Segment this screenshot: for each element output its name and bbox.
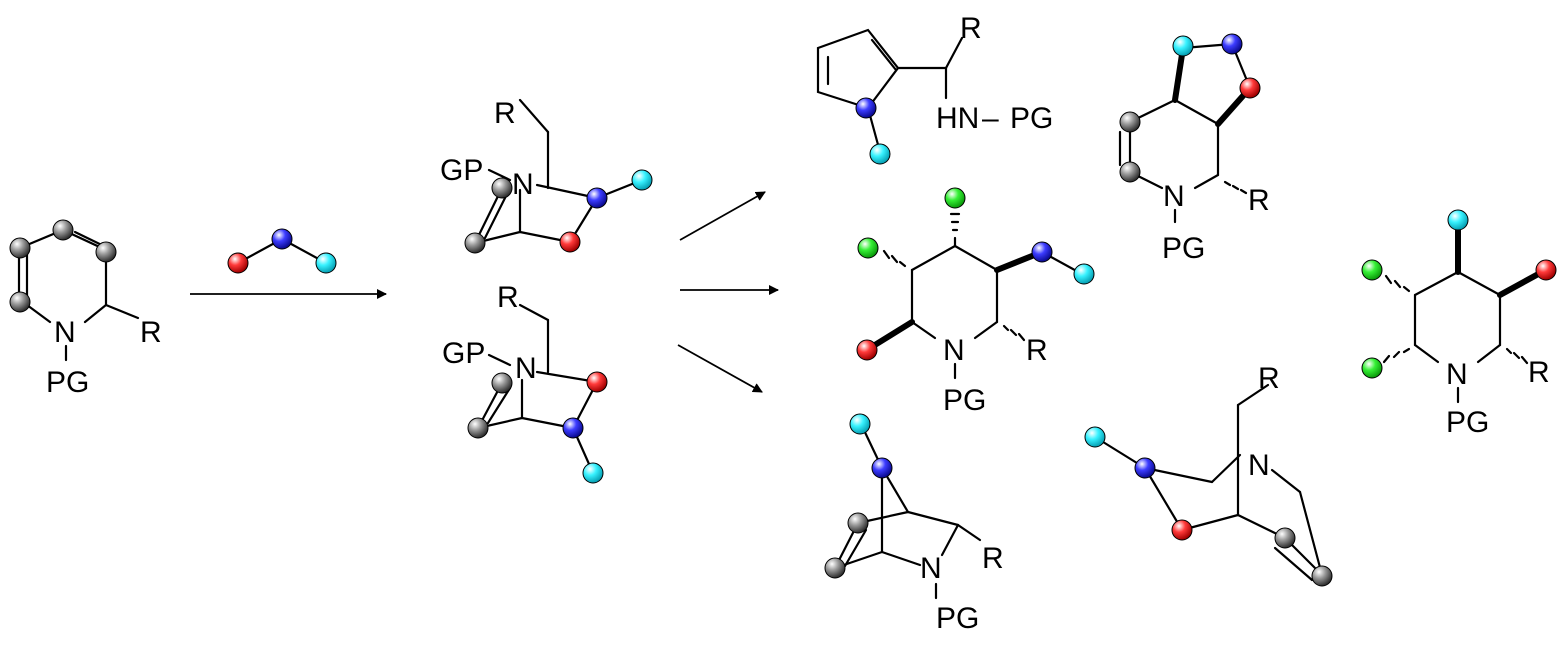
atom-cyan bbox=[315, 252, 337, 274]
label-r: R bbox=[1258, 362, 1280, 395]
label-n: N bbox=[515, 352, 537, 385]
atom-gray bbox=[824, 557, 846, 579]
atom-cyan bbox=[1084, 426, 1106, 448]
atom-gray bbox=[52, 219, 74, 241]
atom-green bbox=[857, 237, 879, 259]
reagent-triad bbox=[227, 228, 337, 274]
atom-gray bbox=[1274, 527, 1296, 549]
atom-red bbox=[586, 371, 608, 393]
atom-gray bbox=[1119, 161, 1141, 183]
label-n: N bbox=[512, 168, 534, 201]
arrow-down bbox=[677, 344, 763, 393]
product-piperidine-right: N R PG bbox=[1361, 209, 1557, 439]
atom-red bbox=[1535, 259, 1557, 281]
atom-gray bbox=[9, 291, 31, 313]
product-piperidine-center: N R PG bbox=[856, 187, 1095, 417]
label-gp: GP bbox=[440, 154, 483, 187]
atom-blue bbox=[1134, 457, 1156, 479]
atom-green bbox=[1361, 259, 1383, 281]
atom-red bbox=[559, 231, 581, 253]
cycloadduct-bottom: R GP N bbox=[442, 281, 608, 484]
label-r: R bbox=[1248, 184, 1270, 217]
atom-gray bbox=[491, 177, 513, 199]
atom-gray bbox=[491, 372, 513, 394]
label-n: N bbox=[54, 316, 76, 349]
atom-gray bbox=[1119, 111, 1141, 133]
cycloadduct-top: R GP N bbox=[440, 97, 653, 254]
atom-blue bbox=[855, 97, 877, 119]
label-pg: PG bbox=[936, 602, 979, 635]
product-pyrrole: R HN – PG bbox=[816, 12, 1053, 165]
label-r: R bbox=[1528, 356, 1550, 389]
atom-gray bbox=[95, 241, 117, 263]
atom-red bbox=[1239, 77, 1261, 99]
atom-red bbox=[227, 252, 249, 274]
label-hn: HN bbox=[936, 102, 979, 135]
atom-blue bbox=[562, 417, 584, 439]
atom-blue bbox=[271, 228, 293, 250]
product-isoxazolidine: N R PG bbox=[1118, 33, 1270, 265]
atom-cyan bbox=[1447, 209, 1469, 231]
atom-cyan bbox=[869, 143, 891, 165]
product-azabicycle: N R PG bbox=[824, 413, 1004, 635]
atom-cyan bbox=[849, 413, 871, 435]
label-n: N bbox=[920, 552, 942, 585]
atom-blue bbox=[586, 187, 608, 209]
atom-blue bbox=[1221, 33, 1243, 55]
label-n: N bbox=[1163, 180, 1185, 213]
label-n: N bbox=[1446, 358, 1468, 391]
starting-dihydropyridine: N R PG bbox=[9, 219, 162, 399]
atom-red bbox=[1171, 519, 1193, 541]
label-pg: PG bbox=[1446, 406, 1489, 439]
label-pg: PG bbox=[1162, 232, 1205, 265]
atom-cyan bbox=[631, 169, 653, 191]
label-r: R bbox=[497, 281, 519, 314]
label-dash: – bbox=[982, 102, 999, 135]
atom-cyan bbox=[582, 462, 604, 484]
atom-blue bbox=[1031, 241, 1053, 263]
atom-gray bbox=[464, 232, 486, 254]
atom-cyan bbox=[1073, 263, 1095, 285]
label-pg: PG bbox=[943, 384, 986, 417]
product-bridged-oxazine: R N bbox=[1084, 362, 1333, 587]
label-r: R bbox=[140, 316, 162, 349]
atom-gray bbox=[1311, 565, 1333, 587]
label-r: R bbox=[960, 12, 982, 45]
arrow-up bbox=[679, 191, 766, 241]
atom-gray bbox=[467, 417, 489, 439]
atom-green bbox=[944, 187, 966, 209]
atom-red bbox=[856, 339, 878, 361]
atom-gray bbox=[847, 512, 869, 534]
atom-green bbox=[1361, 357, 1383, 379]
label-pg: PG bbox=[1010, 102, 1053, 135]
label-r: R bbox=[1026, 334, 1048, 367]
label-pg: PG bbox=[46, 366, 89, 399]
label-gp: GP bbox=[442, 337, 485, 370]
label-r: R bbox=[494, 97, 516, 130]
atom-cyan bbox=[1172, 35, 1194, 57]
label-n: N bbox=[943, 334, 965, 367]
label-n: N bbox=[1248, 449, 1270, 482]
atom-gray bbox=[9, 237, 31, 259]
label-r: R bbox=[982, 542, 1004, 575]
atom-blue bbox=[871, 457, 893, 479]
